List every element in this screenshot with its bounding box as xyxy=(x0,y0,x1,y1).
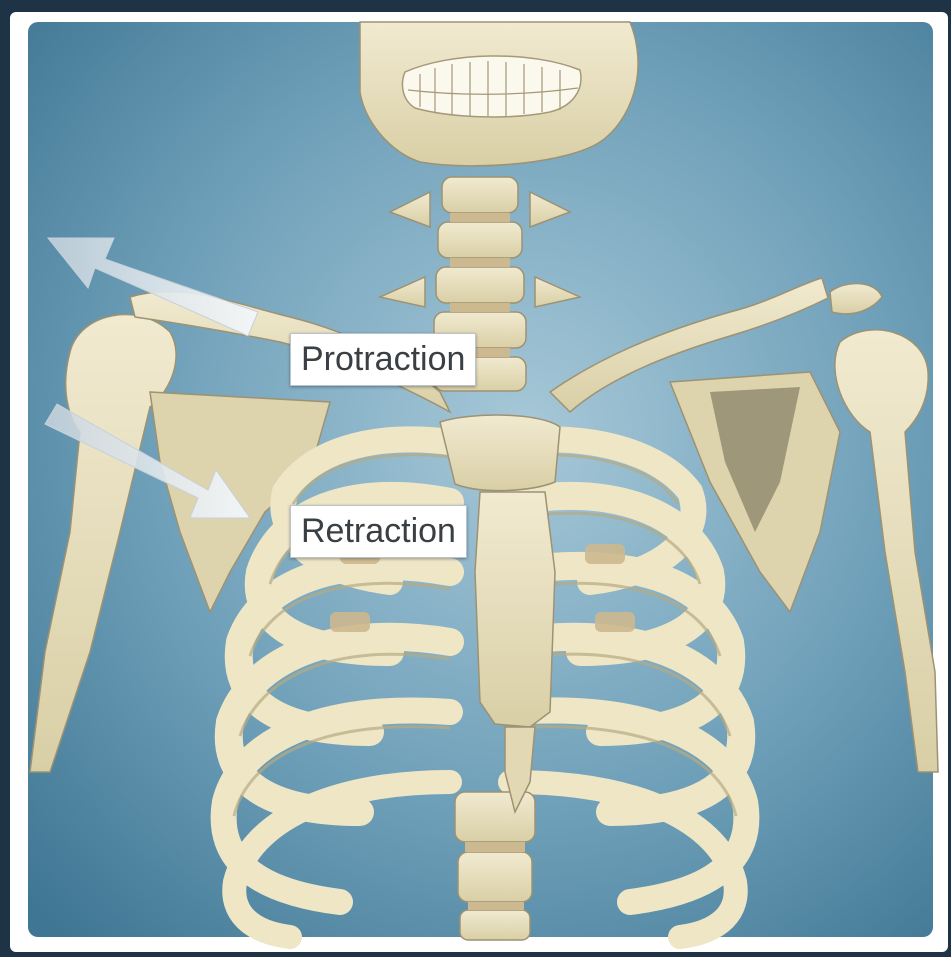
thoracic-spine xyxy=(455,792,535,940)
retraction-label: Retraction xyxy=(290,505,467,558)
figure-frame: Protraction Retraction xyxy=(10,12,948,952)
sternum-body xyxy=(475,492,555,727)
protraction-label: Protraction xyxy=(290,333,476,386)
manubrium xyxy=(440,415,560,491)
skull-mandible xyxy=(360,22,638,166)
skeleton-illustration xyxy=(10,12,948,952)
